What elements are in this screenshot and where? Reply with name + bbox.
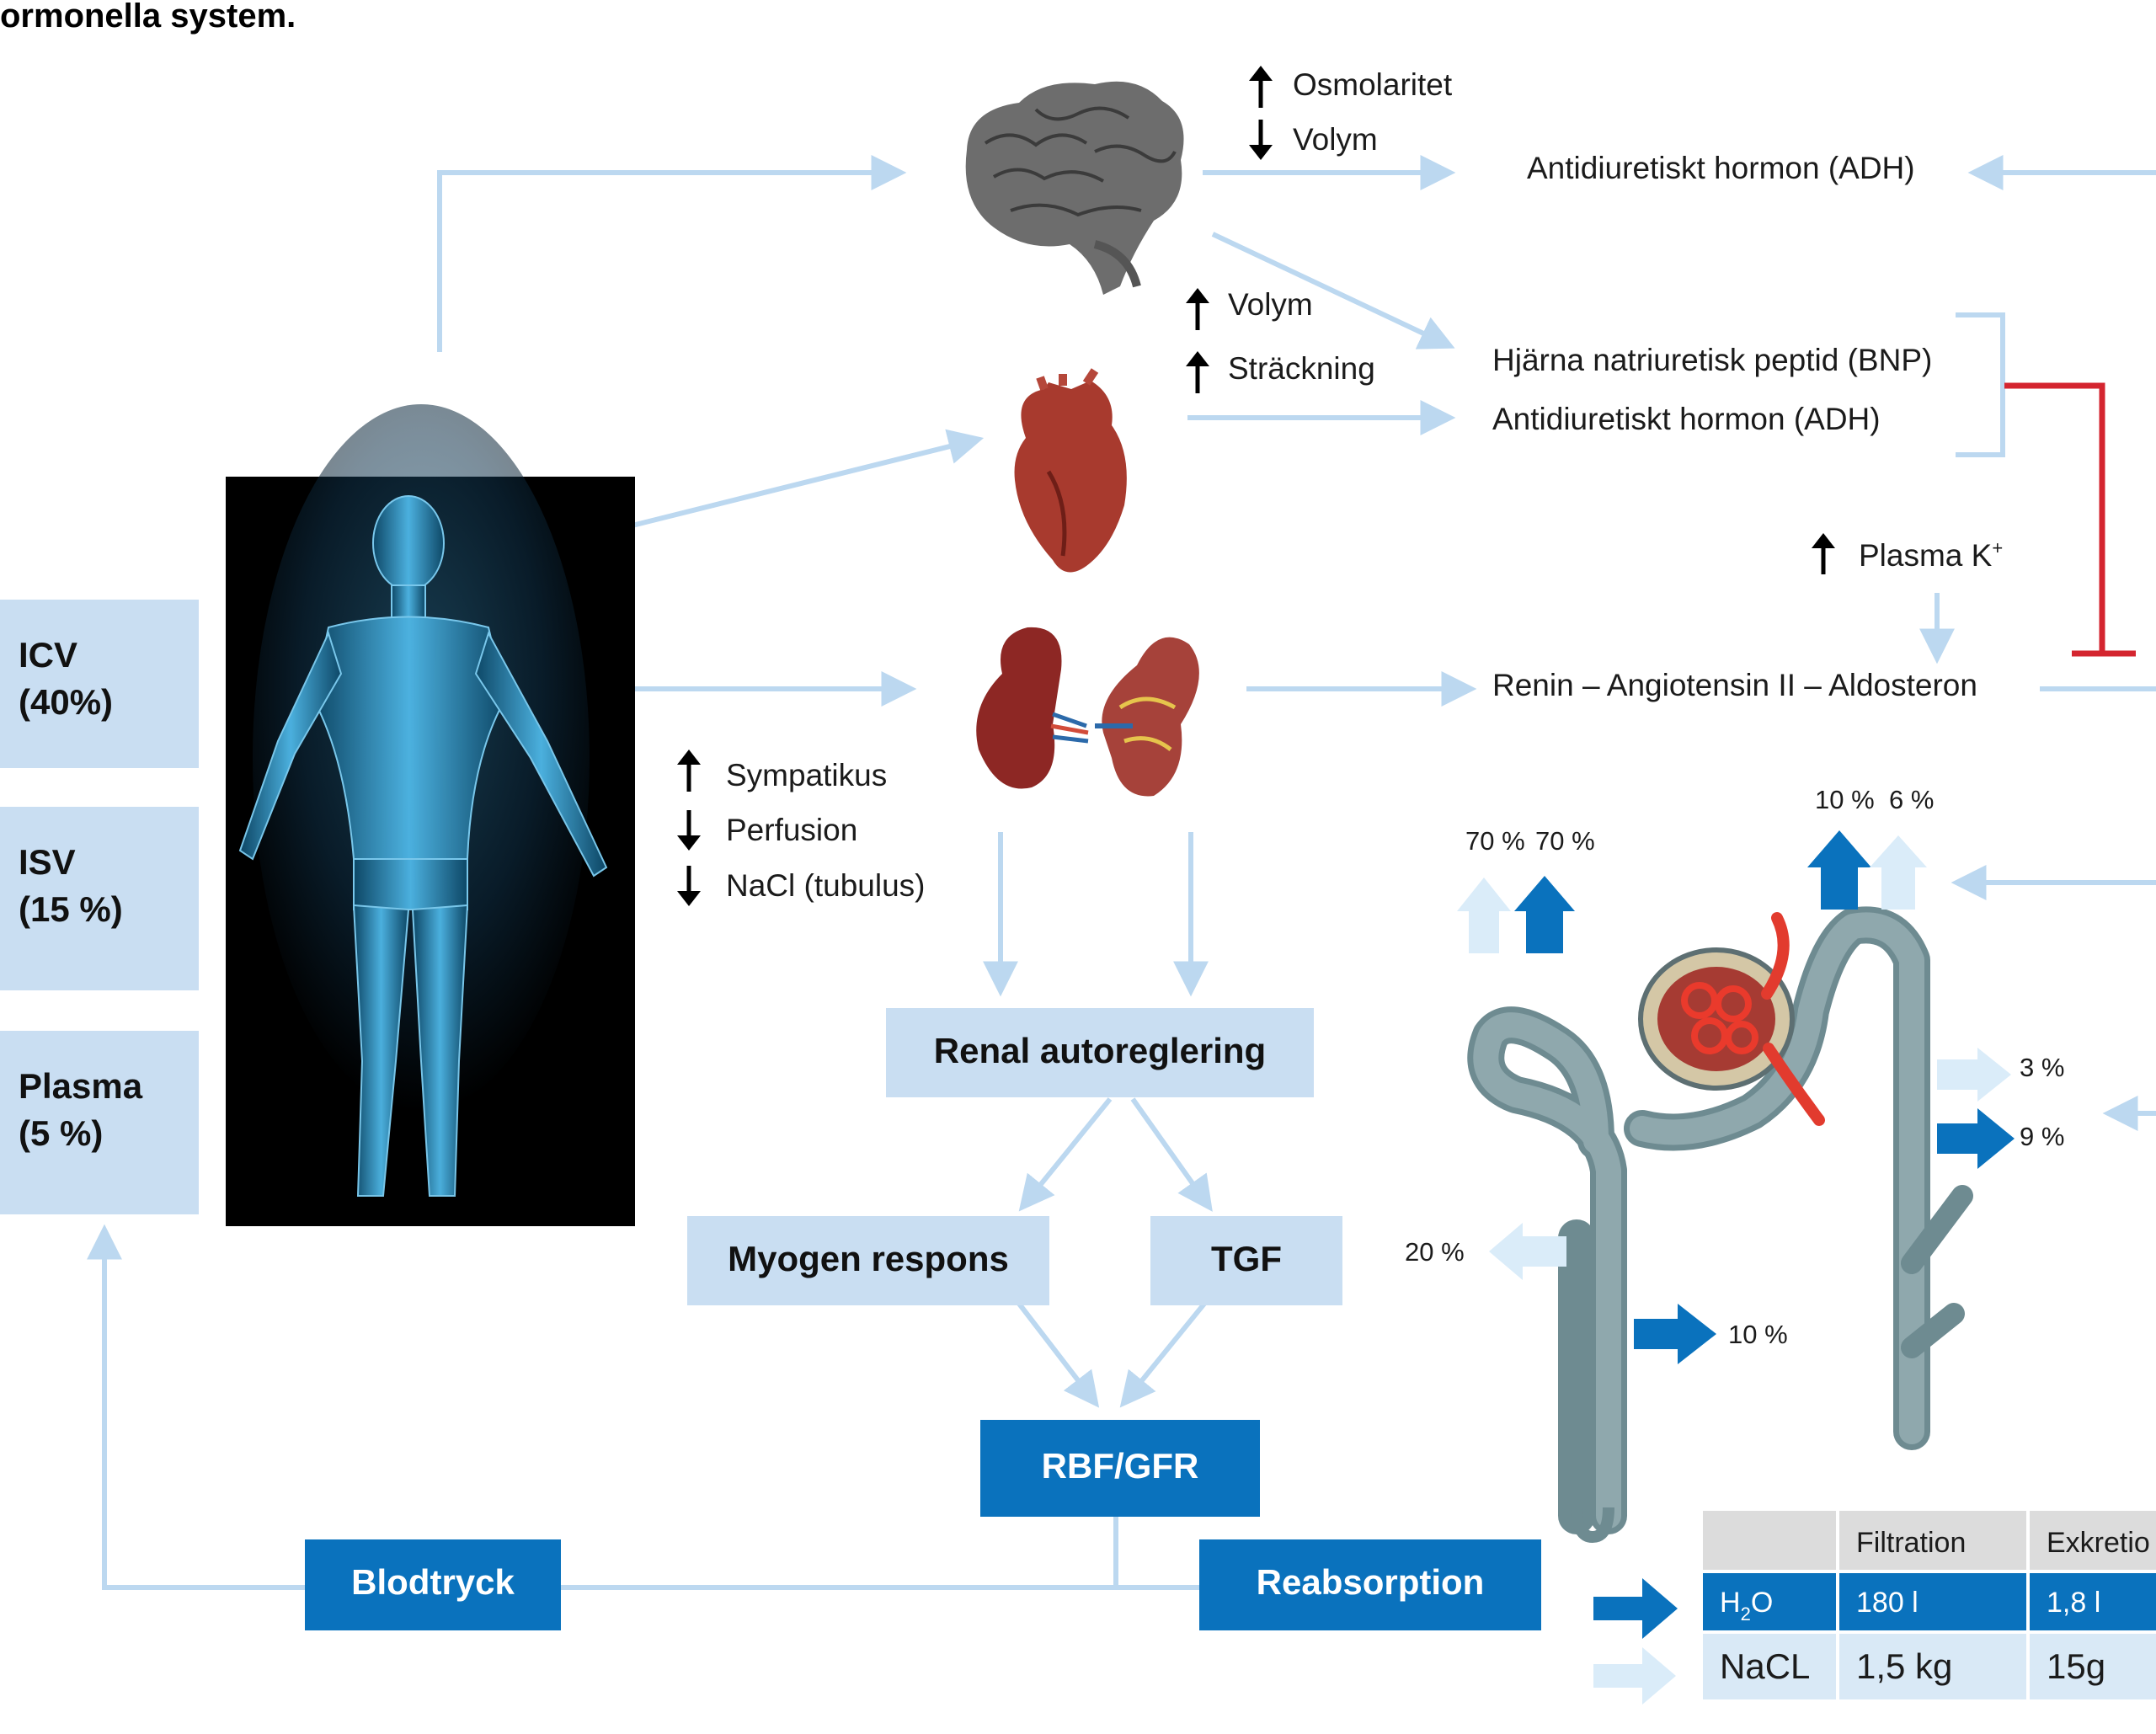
table-header-filtration: Filtration <box>1856 1527 1966 1559</box>
svg-text:Reabsorption: Reabsorption <box>1257 1562 1485 1602</box>
label-adh-top: Antidiuretiskt hormon (ADH) <box>1527 151 1915 185</box>
svg-text:TGF: TGF <box>1211 1239 1282 1278</box>
table-row-nacl-exkretion: 15g <box>2047 1646 2105 1686</box>
inhibition-line <box>2004 382 2136 657</box>
table-row-nacl-filtration: 1,5 kg <box>1856 1646 1952 1686</box>
arrow-right-dark <box>1937 1108 2015 1169</box>
kidneys-icon <box>976 627 1199 797</box>
arrow-up-light <box>1457 878 1511 953</box>
human-body-icon <box>226 404 635 1226</box>
svg-text:ISV: ISV <box>19 842 76 882</box>
direction-arrows <box>677 66 1835 906</box>
heart-icon <box>1014 368 1127 573</box>
label-plasma-k: Plasma K+ <box>1859 537 2003 573</box>
arrow-myogen-to-rbf <box>1017 1302 1100 1408</box>
arrow-blodtryck-to-plasma <box>87 1224 1204 1590</box>
arrow-down-icon <box>1249 120 1273 160</box>
label-sympatikus: Sympatikus <box>726 758 887 792</box>
pct-6: 6 % <box>1889 785 1934 814</box>
blodtryck-box: Blodtryck <box>305 1539 561 1630</box>
pct-10-b: 10 % <box>1728 1320 1788 1349</box>
svg-text:ICV: ICV <box>19 635 77 675</box>
arrow-up-icon <box>1186 288 1209 330</box>
label-adh-heart: Antidiuretiskt hormon (ADH) <box>1492 402 1881 436</box>
nephron-flow-arrows <box>1457 830 2015 1364</box>
arrow-right-dark <box>1634 1304 1716 1364</box>
arrow-up-icon <box>1249 66 1273 108</box>
arrow-down-icon <box>677 810 701 851</box>
table-row-h2o-filtration: 180 l <box>1856 1587 1919 1619</box>
arrow-up-icon <box>1186 351 1209 393</box>
label-volym-brain: Volym <box>1293 122 1378 157</box>
compartment-plasma: Plasma (5 %) <box>0 1031 199 1214</box>
arrow-up-icon <box>677 750 701 792</box>
svg-text:(40%): (40%) <box>19 682 113 722</box>
arrow-up-dark <box>1807 830 1871 910</box>
pct-10-a: 10 % <box>1815 785 1875 814</box>
arrow-up-icon <box>1812 533 1835 574</box>
svg-text:(15 %): (15 %) <box>19 889 123 929</box>
svg-text:Myogen respons: Myogen respons <box>728 1239 1009 1278</box>
label-osmolaritet: Osmolaritet <box>1293 67 1453 102</box>
reabsorption-box: Reabsorption <box>1199 1539 1541 1630</box>
pct-70-b: 70 % <box>1535 826 1595 856</box>
arrow-brain-to-bnp <box>1211 232 1455 349</box>
nephron-icon <box>1467 906 1973 1544</box>
arrow-up-dark <box>1514 876 1575 953</box>
compartment-icv: ICV (40%) <box>0 600 199 768</box>
svg-text:RBF/GFR: RBF/GFR <box>1042 1446 1199 1486</box>
filtration-table: Filtration Exkretio H2O 180 l 1,8 l NaCL… <box>1703 1511 2156 1699</box>
pct-9: 9 % <box>2020 1122 2064 1151</box>
bnp-adh-bracket <box>1956 312 2005 457</box>
arrow-down-icon <box>677 866 701 906</box>
compartment-isv: ISV (15 %) <box>0 807 199 990</box>
svg-text:Blodtryck: Blodtryck <box>351 1562 515 1602</box>
arrow-right-light <box>1937 1048 2011 1102</box>
pct-3: 3 % <box>2020 1053 2064 1082</box>
label-bnp: Hjärna natriuretisk peptid (BNP) <box>1492 343 1932 377</box>
myogen-respons-box: Myogen respons <box>687 1216 1049 1305</box>
legend-arrow-dark <box>1593 1578 1678 1639</box>
arrow-up-light <box>1870 835 1927 910</box>
tgf-box: TGF <box>1150 1216 1342 1305</box>
svg-text:Plasma: Plasma <box>19 1066 143 1106</box>
label-volym-heart: Volym <box>1228 287 1313 322</box>
arrow-left-light <box>1489 1223 1566 1280</box>
pct-70-a: 70 % <box>1465 826 1525 856</box>
pct-20: 20 % <box>1405 1237 1465 1267</box>
svg-text:Renal autoreglering: Renal autoreglering <box>934 1031 1266 1070</box>
table-row-nacl-label: NaCL <box>1720 1646 1810 1686</box>
table-row-h2o-label: H2O <box>1720 1587 1773 1625</box>
label-strackning: Sträckning <box>1228 351 1375 386</box>
arrow-renal-to-tgf <box>1130 1097 1213 1212</box>
table-header-exkretion: Exkretio <box>2047 1527 2150 1559</box>
label-raas: Renin – Angiotensin II – Aldosteron <box>1492 668 1977 702</box>
renal-autoreglering-box: Renal autoreglering <box>886 1008 1314 1097</box>
svg-text:(5 %): (5 %) <box>19 1113 103 1153</box>
brain-icon <box>965 81 1184 296</box>
label-perfusion: Perfusion <box>726 813 857 847</box>
arrow-renal-to-myogen <box>1018 1097 1113 1212</box>
arrow-body-to-brain <box>437 155 907 352</box>
arrow-tgf-to-rbf <box>1119 1302 1207 1408</box>
legend-arrow-light <box>1593 1647 1676 1705</box>
label-nacl-tubulus: NaCl (tubulus) <box>726 868 925 903</box>
page-title: ormonella system. <box>0 0 296 35</box>
table-row-h2o-exkretion: 1,8 l <box>2047 1587 2100 1619</box>
rbf-gfr-box: RBF/GFR <box>980 1420 1260 1517</box>
